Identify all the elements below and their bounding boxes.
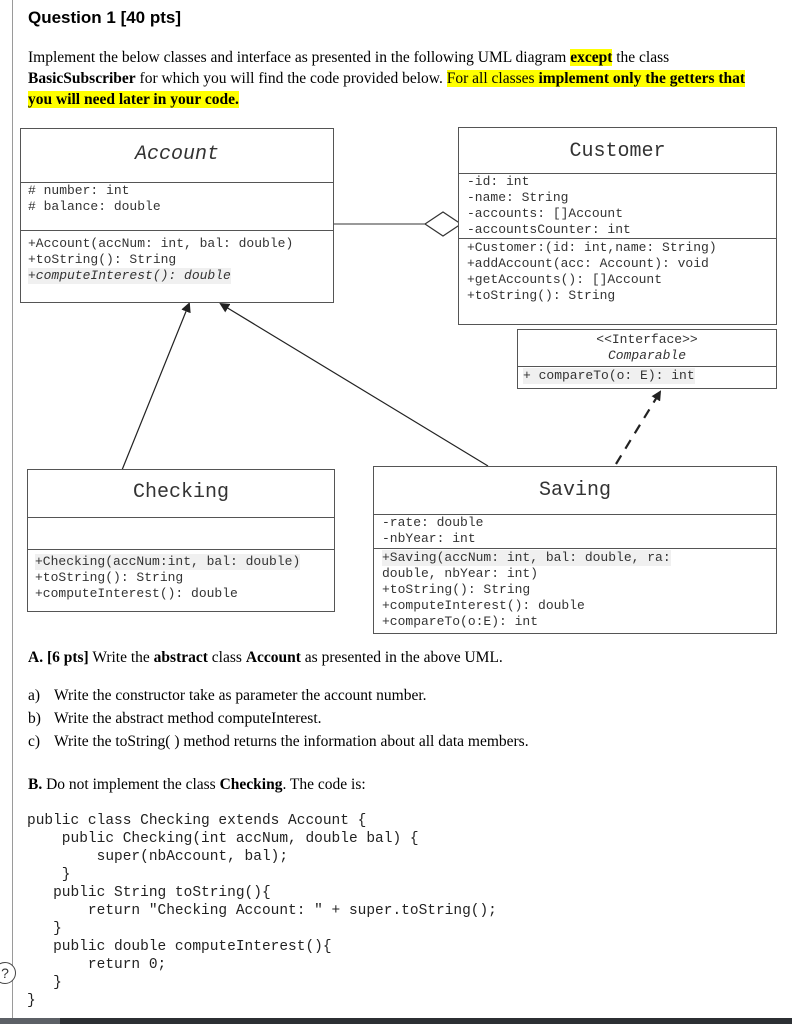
account-attr: # balance: double (28, 199, 161, 214)
saving-implements-comparable-line (615, 390, 662, 465)
uml-class-account: Account # number: int # balance: double … (20, 128, 334, 303)
code-line: } (27, 921, 62, 937)
intro-basic-subscriber: BasicSubscriber (28, 70, 136, 87)
saving-method: +toString(): String (382, 582, 531, 597)
part-a-item-a: a) Write the constructor take as paramete… (28, 686, 427, 706)
list-item-text: Write the constructor take as parameter … (54, 687, 427, 704)
uml-class-customer: Customer -id: int -name: String -account… (458, 127, 777, 325)
comparable-name: Comparable (607, 348, 686, 363)
saving-attr: -rate: double (382, 515, 484, 530)
part-a-abstract: abstract (153, 649, 208, 666)
list-item-text: Write the toString( ) method returns the… (54, 733, 529, 750)
intro-text-1: Implement the below classes and interfac… (28, 49, 571, 66)
saving-inherits-account-line (219, 302, 489, 467)
list-item-text: Write the abstract method computeInteres… (54, 710, 322, 727)
part-a-text: Write the (88, 649, 154, 666)
saving-class-name: Saving (538, 479, 611, 502)
customer-method: +getAccounts(): []Account (467, 272, 663, 287)
customer-attr: -accountsCounter: int (467, 222, 631, 237)
uml-class-checking: Checking +Checking(accNum:int, bal: doub… (27, 469, 335, 612)
customer-attributes: -id: int -name: String -accounts: []Acco… (459, 173, 776, 238)
intro-text-2: the class (612, 49, 670, 66)
comparable-methods: + compareTo(o: E): int (518, 366, 776, 388)
bottom-bar-segment (0, 1018, 60, 1024)
account-method: +toString(): String (28, 252, 177, 267)
saving-attr: -nbYear: int (382, 531, 476, 546)
part-a-points: [6 pts] (46, 649, 89, 666)
account-class-name: Account (134, 143, 219, 166)
saving-methods: +Saving(accNum: int, bal: double, ra: do… (374, 548, 776, 633)
part-b-text: . The code is: (282, 776, 366, 793)
account-attributes: # number: int # balance: double (21, 182, 333, 231)
customer-class-name: Customer (569, 140, 666, 163)
intro-highlight-a: For all classes (446, 70, 539, 87)
saving-method: +Saving(accNum: int, bal: double, ra: (382, 550, 671, 566)
saving-attributes: -rate: double -nbYear: int (374, 514, 776, 549)
code-line: public class Checking extends Account { (27, 813, 367, 829)
account-methods: +Account(accNum: int, bal: double) +toSt… (21, 230, 333, 302)
intro-text-3: for which you will find the code provide… (135, 70, 447, 87)
part-a-text: as presented in the above UML. (300, 649, 503, 666)
code-line: public String toString(){ (27, 885, 271, 901)
intro-except: except (570, 49, 613, 66)
saving-method: double, nbYear: int) (382, 566, 539, 581)
part-b-heading: B. Do not implement the class Checking. … (28, 775, 366, 795)
part-b-checking: Checking (219, 776, 283, 793)
account-method-abstract: +computeInterest(): double (28, 268, 231, 284)
checking-methods: +Checking(accNum:int, bal: double) +toSt… (28, 549, 334, 611)
customer-attr: -name: String (467, 190, 569, 205)
checking-method: +computeInterest(): double (35, 586, 238, 601)
part-a-account: Account (245, 649, 301, 666)
customer-attr: -id: int (467, 174, 530, 189)
list-marker: c) (28, 733, 41, 750)
code-line: public Checking(int accNum, double bal) … (27, 831, 419, 847)
saving-method: +compareTo(o:E): int (382, 614, 539, 629)
comparable-stereotype: <<Interface>> (596, 332, 698, 347)
part-a-item-c: c) Write the toString( ) method returns t… (28, 732, 529, 752)
page-left-border (12, 0, 13, 1024)
part-a-text: class (207, 649, 246, 666)
part-a-label: A. (28, 649, 44, 666)
account-attr: # number: int (28, 183, 130, 198)
code-line: return 0; (27, 957, 167, 973)
code-line: public double computeInterest(){ (27, 939, 332, 955)
uml-class-saving: Saving -rate: double -nbYear: int +Savin… (373, 466, 777, 634)
checking-attributes (28, 517, 334, 550)
checking-class-name: Checking (132, 481, 229, 504)
code-line: return "Checking Account: " + super.toSt… (27, 903, 497, 919)
part-a-item-b: b) Write the abstract method computeInter… (28, 709, 322, 729)
question-intro: Implement the below classes and interfac… (28, 47, 773, 110)
code-line: } (27, 867, 71, 883)
part-b-text: Do not implement the class (42, 776, 220, 793)
code-line: } (27, 975, 62, 991)
uml-interface-comparable: <<Interface>> Comparable + compareTo(o: … (517, 329, 777, 389)
customer-method: +addAccount(acc: Account): void (467, 256, 709, 271)
part-b-label: B. (28, 776, 43, 793)
code-line: } (27, 993, 36, 1009)
checking-method: +toString(): String (35, 570, 184, 585)
checking-inherits-account-line (121, 302, 191, 471)
customer-methods: +Customer:(id: int,name: String) +addAcc… (459, 238, 776, 324)
bottom-bar (0, 1018, 792, 1024)
list-marker: a) (28, 687, 41, 704)
part-a-heading: A. [6 pts] Write the abstract class Acco… (28, 648, 503, 668)
list-marker: b) (28, 710, 41, 727)
customer-attr: -accounts: []Account (467, 206, 624, 221)
aggregation-diamond (423, 211, 463, 237)
customer-method: +toString(): String (467, 288, 616, 303)
saving-method: +computeInterest(): double (382, 598, 585, 613)
checking-method: +Checking(accNum:int, bal: double) (35, 554, 301, 570)
help-icon[interactable]: ? (0, 962, 16, 984)
question-title: Question 1 [40 pts] (28, 8, 182, 27)
customer-method: +Customer:(id: int,name: String) (467, 240, 717, 255)
comparable-method: + compareTo(o: E): int (523, 368, 695, 384)
account-method: +Account(accNum: int, bal: double) (28, 236, 294, 251)
code-line: super(nbAccount, bal); (27, 849, 289, 865)
